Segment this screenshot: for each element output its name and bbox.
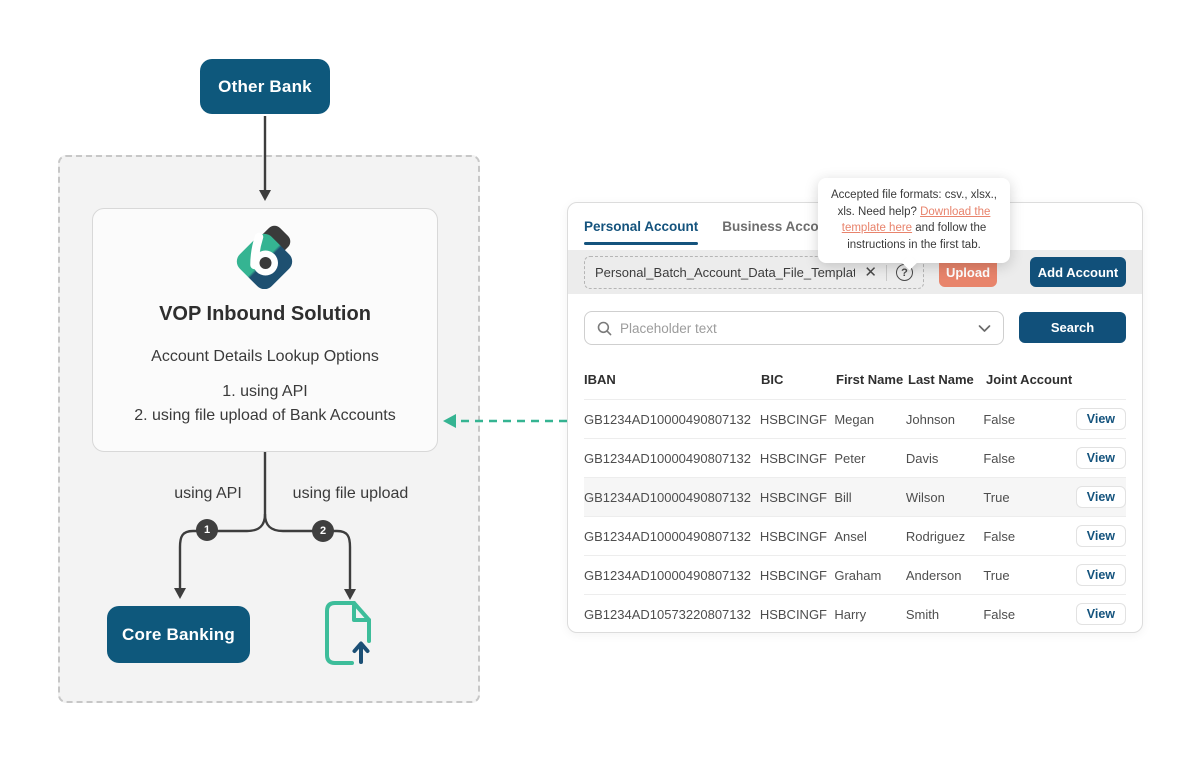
- table-row: GB1234AD10000490807132 HSBCINGF Peter Da…: [584, 438, 1126, 477]
- branch-label-using-file-upload: using file upload: [292, 485, 409, 502]
- cell-first-name: Megan: [834, 411, 875, 427]
- cell-joint-account: True: [983, 489, 1010, 505]
- vop-logo-icon: [236, 225, 293, 289]
- table-row: GB1234AD10000490807132 HSBCINGF Ansel Ro…: [584, 516, 1126, 555]
- vop-option-file-upload: 2. using file upload of Bank Accounts: [134, 407, 396, 424]
- core-banking-node: Core Banking: [107, 606, 250, 663]
- cell-last-name: Davis: [905, 450, 939, 466]
- tab-bar: Personal Account Business Account: [568, 203, 1142, 250]
- tab-personal-account-label: Personal Account: [584, 219, 699, 234]
- cell-iban: GB1234AD10000490807132: [584, 567, 751, 583]
- cell-last-name: Wilson: [905, 489, 945, 505]
- branch-label-using-api: using API: [174, 485, 242, 502]
- cell-first-name: Peter: [834, 450, 866, 466]
- view-button[interactable]: View: [1075, 447, 1126, 469]
- cell-first-name: Graham: [834, 567, 882, 583]
- tab-business-account-label: Business Account: [722, 219, 840, 234]
- view-button[interactable]: View: [1075, 486, 1126, 508]
- vop-option-api: 1. using API: [222, 383, 308, 400]
- cell-last-name: Smith: [905, 606, 940, 622]
- view-button[interactable]: View: [1075, 525, 1126, 547]
- branch-number-1-badge: 1: [196, 519, 218, 541]
- view-button[interactable]: View: [1075, 564, 1126, 586]
- table-row: GB1234AD10000490807132 HSBCINGF Megan Jo…: [584, 399, 1126, 438]
- chevron-down-icon[interactable]: [978, 324, 991, 333]
- view-button[interactable]: View: [1075, 603, 1126, 625]
- other-bank-node: Other Bank: [200, 59, 330, 114]
- cell-iban: GB1234AD10573220807132: [584, 606, 751, 622]
- table-row-highlighted: GB1234AD10000490807132 HSBCINGF Bill Wil…: [584, 477, 1126, 516]
- header-joint-account: Joint Account: [986, 371, 1073, 387]
- cell-bic: HSBCINGF: [759, 567, 827, 583]
- core-banking-label: Core Banking: [122, 624, 235, 644]
- header-first-name: First Name: [836, 371, 904, 387]
- search-icon: [597, 321, 612, 335]
- cell-joint-account: False: [983, 606, 1016, 622]
- vop-solution-card: VOP Inbound Solution Account Details Loo…: [92, 208, 438, 452]
- cell-bic: HSBCINGF: [759, 606, 827, 622]
- cell-last-name: Rodriguez: [905, 528, 966, 544]
- tab-personal-account[interactable]: Personal Account: [584, 203, 699, 250]
- header-iban: IBAN: [584, 371, 616, 387]
- cell-joint-account: True: [983, 567, 1010, 583]
- icon-divider: [886, 264, 887, 281]
- table-row: GB1234AD10000490807132 HSBCINGF Graham A…: [584, 555, 1126, 594]
- cell-joint-account: False: [983, 450, 1016, 466]
- cell-first-name: Harry: [834, 606, 867, 622]
- header-bic: BIC: [761, 371, 784, 387]
- cell-last-name: Johnson: [905, 411, 956, 427]
- view-button[interactable]: View: [1075, 408, 1126, 430]
- cell-iban: GB1234AD10000490807132: [584, 450, 751, 466]
- search-input[interactable]: Placeholder text: [584, 311, 1004, 345]
- table-header-row: IBAN BIC First Name Last Name Joint Acco…: [584, 359, 1126, 399]
- tooltip-text-after: and follow the instructions in the first…: [847, 222, 987, 252]
- cell-last-name: Anderson: [905, 567, 962, 583]
- header-last-name: Last Name: [908, 371, 974, 387]
- cell-iban: GB1234AD10000490807132: [584, 411, 751, 427]
- vop-card-title: VOP Inbound Solution: [159, 303, 371, 325]
- vop-card-subtitle: Account Details Lookup Options: [151, 348, 379, 365]
- cell-first-name: Bill: [834, 489, 852, 505]
- file-format-tooltip: Accepted file formats: csv., xlsx., xls.…: [818, 178, 1010, 263]
- tab-business-account[interactable]: Business Account: [722, 203, 839, 250]
- search-row: Placeholder text Search: [568, 311, 1142, 347]
- table-row: GB1234AD10573220807132 HSBCINGF Harry Sm…: [584, 594, 1126, 633]
- branch-number-2-badge: 2: [312, 520, 334, 542]
- cell-joint-account: False: [983, 528, 1016, 544]
- cell-bic: HSBCINGF: [759, 528, 827, 544]
- cell-iban: GB1234AD10000490807132: [584, 489, 751, 505]
- accounts-table: IBAN BIC First Name Last Name Joint Acco…: [584, 359, 1126, 633]
- add-account-button[interactable]: Add Account: [1030, 257, 1126, 287]
- cell-bic: HSBCINGF: [759, 450, 827, 466]
- selected-file-field[interactable]: Personal_Batch_Account_Data_File_Templat…: [584, 256, 924, 289]
- tooltip-text-before: Accepted file formats: csv., xlsx., xls.…: [831, 189, 997, 218]
- search-placeholder: Placeholder text: [620, 320, 717, 336]
- remove-file-icon[interactable]: ✕: [864, 264, 877, 281]
- other-bank-label: Other Bank: [218, 76, 312, 96]
- cell-joint-account: False: [983, 411, 1016, 427]
- account-upload-panel: Personal Account Business Account Person…: [567, 202, 1143, 633]
- cell-iban: GB1234AD10000490807132: [584, 528, 751, 544]
- download-template-link[interactable]: Download the template here: [841, 205, 991, 235]
- search-button[interactable]: Search: [1019, 312, 1126, 343]
- cell-first-name: Ansel: [834, 528, 867, 544]
- cell-bic: HSBCINGF: [759, 411, 827, 427]
- cell-bic: HSBCINGF: [759, 489, 827, 505]
- selected-file-name: Personal_Batch_Account_Data_File_Templat…: [595, 265, 856, 280]
